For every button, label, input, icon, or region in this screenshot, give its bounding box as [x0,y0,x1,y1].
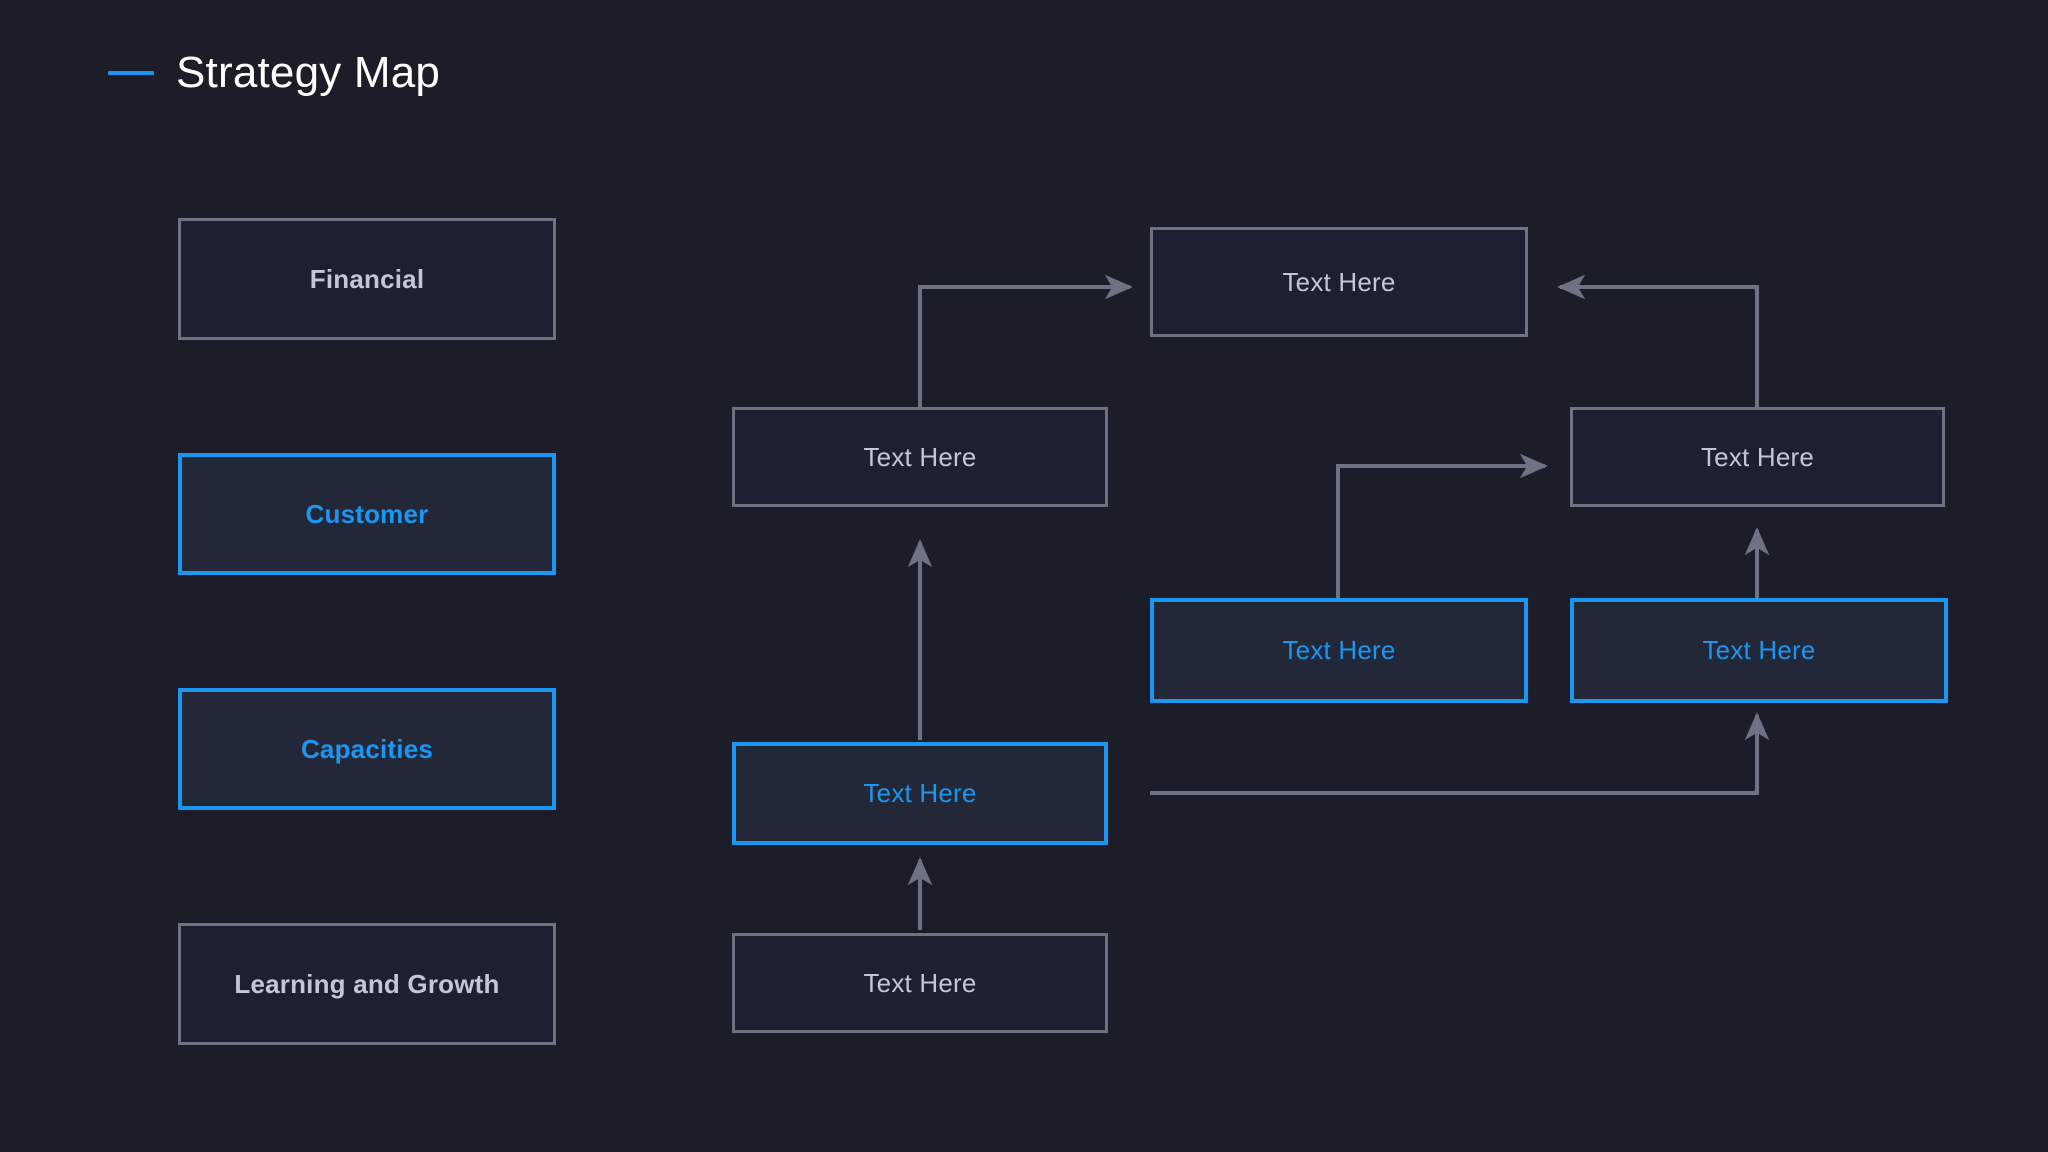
legend-item-capacities[interactable]: Capacities [178,688,556,810]
connector-midleft-to-topmid [918,274,1133,410]
node-label: Text Here [863,967,977,998]
horizontal-dash-icon [108,71,154,75]
node-label: Text Here [1702,635,1816,665]
node-label: Text Here [863,778,977,808]
legend-item-learning-and-growth[interactable]: Learning and Growth [178,923,556,1045]
legend-item-label: Financial [309,263,425,294]
node-label: Text Here [1700,441,1815,472]
diagram-node-bottom-mid[interactable]: Text Here [732,933,1108,1033]
legend-item-customer[interactable]: Customer [178,453,556,575]
legend-item-label: Customer [305,498,429,529]
page-title: Strategy Map [108,48,440,98]
legend-item-label: Capacities [300,733,434,764]
connector-midright-to-topmid [1557,274,1759,410]
legend-item-financial[interactable]: Financial [178,218,556,340]
legend-item-label: Learning and Growth [234,968,500,999]
diagram-node-capacity-mid[interactable]: Text Here [732,742,1108,845]
diagram-node-top-mid[interactable]: Text Here [1150,227,1528,337]
node-label: Text Here [1282,266,1396,297]
connector-capleft-to-midright [1336,453,1548,600]
page-title-label: Strategy Map [176,48,441,97]
diagram-node-mid-left[interactable]: Text Here [732,407,1108,507]
connector-capmid-to-capright [1150,712,1770,795]
node-label: Text Here [1282,635,1396,665]
diagram-node-cap-right[interactable]: Text Here [1570,598,1948,703]
diagram-node-cap-left[interactable]: Text Here [1150,598,1528,703]
diagram-node-mid-right[interactable]: Text Here [1570,407,1945,507]
node-label: Text Here [863,441,977,472]
